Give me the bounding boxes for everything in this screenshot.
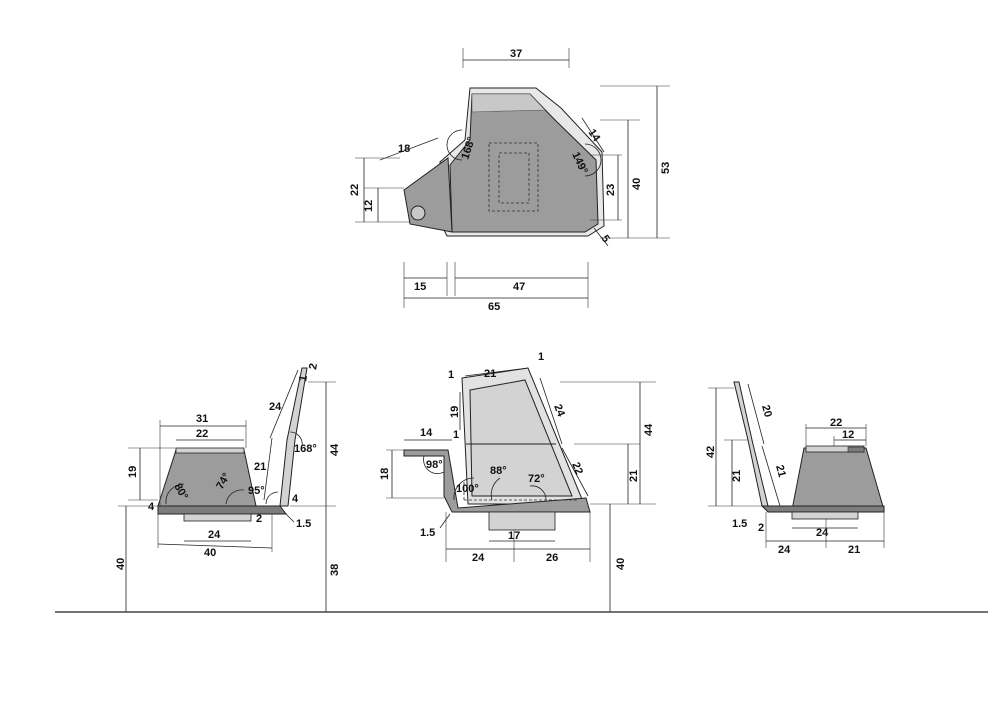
dim-top-12: 12	[363, 200, 375, 212]
dim-left-19: 19	[127, 466, 139, 478]
angle-front-88: 88°	[490, 465, 507, 477]
top-view-dashed-inner	[498, 152, 530, 204]
top-view-hole	[410, 205, 426, 221]
dim-front-1-right: 1	[538, 351, 544, 363]
dim-top-37: 37	[510, 48, 522, 60]
left-backrest	[279, 367, 308, 507]
dim-left-31: 31	[196, 413, 208, 425]
dim-front-18: 18	[379, 468, 391, 480]
dim-front-15: 1.5	[420, 527, 435, 539]
angle-left-168: 168°	[294, 443, 317, 455]
top-view-back-strip	[471, 93, 546, 113]
dim-top-22: 22	[349, 184, 361, 196]
dim-front-26-base: 26	[546, 552, 558, 564]
dim-left-top-1: 1	[297, 374, 310, 382]
dim-front-ground-40: 40	[615, 558, 627, 570]
front-view: 21 1 1 19 24 22 14 1 18 98° 100° 88° 72°…	[379, 351, 656, 612]
dim-right-20: 20	[759, 404, 774, 419]
dim-left-15: 1.5	[296, 518, 311, 530]
dim-left-4b: 4	[292, 493, 299, 505]
dim-right-15: 1.5	[732, 518, 747, 530]
side-view-left: 31 22 19 80° 74° 95° 24 21 1 2 168° 44 4…	[115, 362, 341, 612]
right-base-plate	[760, 505, 885, 513]
angle-front-72: 72°	[528, 473, 545, 485]
angle-left-95: 95°	[248, 485, 265, 497]
right-seat-block	[791, 447, 885, 511]
dim-right-21-vert: 21	[731, 470, 743, 482]
dim-front-24-base: 24	[472, 552, 485, 564]
top-view-armrest	[403, 157, 453, 233]
dim-front-arm-1: 1	[453, 429, 459, 441]
dim-left-44: 44	[329, 443, 341, 456]
dim-right-24-inner: 24	[816, 527, 829, 539]
dim-left-seat-40: 40	[115, 558, 127, 570]
dim-right-2: 2	[758, 522, 764, 534]
dim-top-53: 53	[660, 162, 672, 174]
dim-front-44: 44	[643, 423, 655, 436]
dim-left-ground-38: 38	[329, 564, 341, 576]
dim-front-21: 21	[484, 368, 496, 380]
dim-left-24: 24	[269, 401, 282, 413]
dim-top-40: 40	[631, 178, 643, 190]
top-view-dashed-outer	[488, 142, 539, 212]
front-foot	[488, 511, 556, 531]
dim-right-22: 22	[830, 417, 842, 429]
dim-right-24: 24	[778, 544, 791, 556]
dim-right-12: 12	[842, 429, 854, 441]
right-backrest	[733, 381, 769, 507]
left-seat-top	[175, 447, 245, 454]
dim-top-23: 23	[605, 184, 617, 196]
dim-top-47: 47	[513, 281, 525, 293]
dim-left-4a: 4	[148, 501, 155, 513]
dim-top-15: 15	[414, 281, 426, 293]
dim-front-14: 14	[420, 427, 433, 439]
dim-left-base-24: 24	[208, 529, 221, 541]
front-backrest-inner	[469, 379, 573, 497]
left-foot	[183, 513, 252, 522]
top-view: 37 18 22 12 168° 149° 14 23 40 53 5	[349, 48, 672, 313]
angle-front-98: 98°	[426, 459, 443, 471]
dim-right-42: 42	[705, 446, 717, 458]
dim-front-1-left: 1	[448, 369, 454, 381]
left-seat-block	[157, 449, 257, 507]
dim-left-depth-40: 40	[204, 547, 216, 559]
dim-top-18: 18	[398, 143, 410, 155]
dim-right-21-slope: 21	[773, 464, 788, 479]
dim-left-21: 21	[254, 461, 266, 473]
dim-top-65: 65	[488, 301, 500, 313]
right-foot	[791, 511, 859, 520]
left-base-plate	[157, 505, 287, 515]
dim-top-5: 5	[599, 233, 612, 245]
side-view-right: 20 21 42 21 22 12 1.5 2 24 24 21	[705, 381, 885, 556]
right-seat-top-insert	[847, 446, 865, 453]
dim-front-22: 22	[569, 461, 585, 477]
angle-front-100: 100°	[456, 483, 479, 495]
dim-right-21: 21	[848, 544, 860, 556]
dim-left-22: 22	[196, 428, 208, 440]
dim-front-19: 19	[449, 406, 461, 418]
dim-left-top-2: 2	[307, 362, 320, 370]
dim-left-2: 2	[256, 513, 262, 525]
dim-front-21-right: 21	[628, 470, 640, 482]
dim-front-24: 24	[551, 403, 567, 420]
